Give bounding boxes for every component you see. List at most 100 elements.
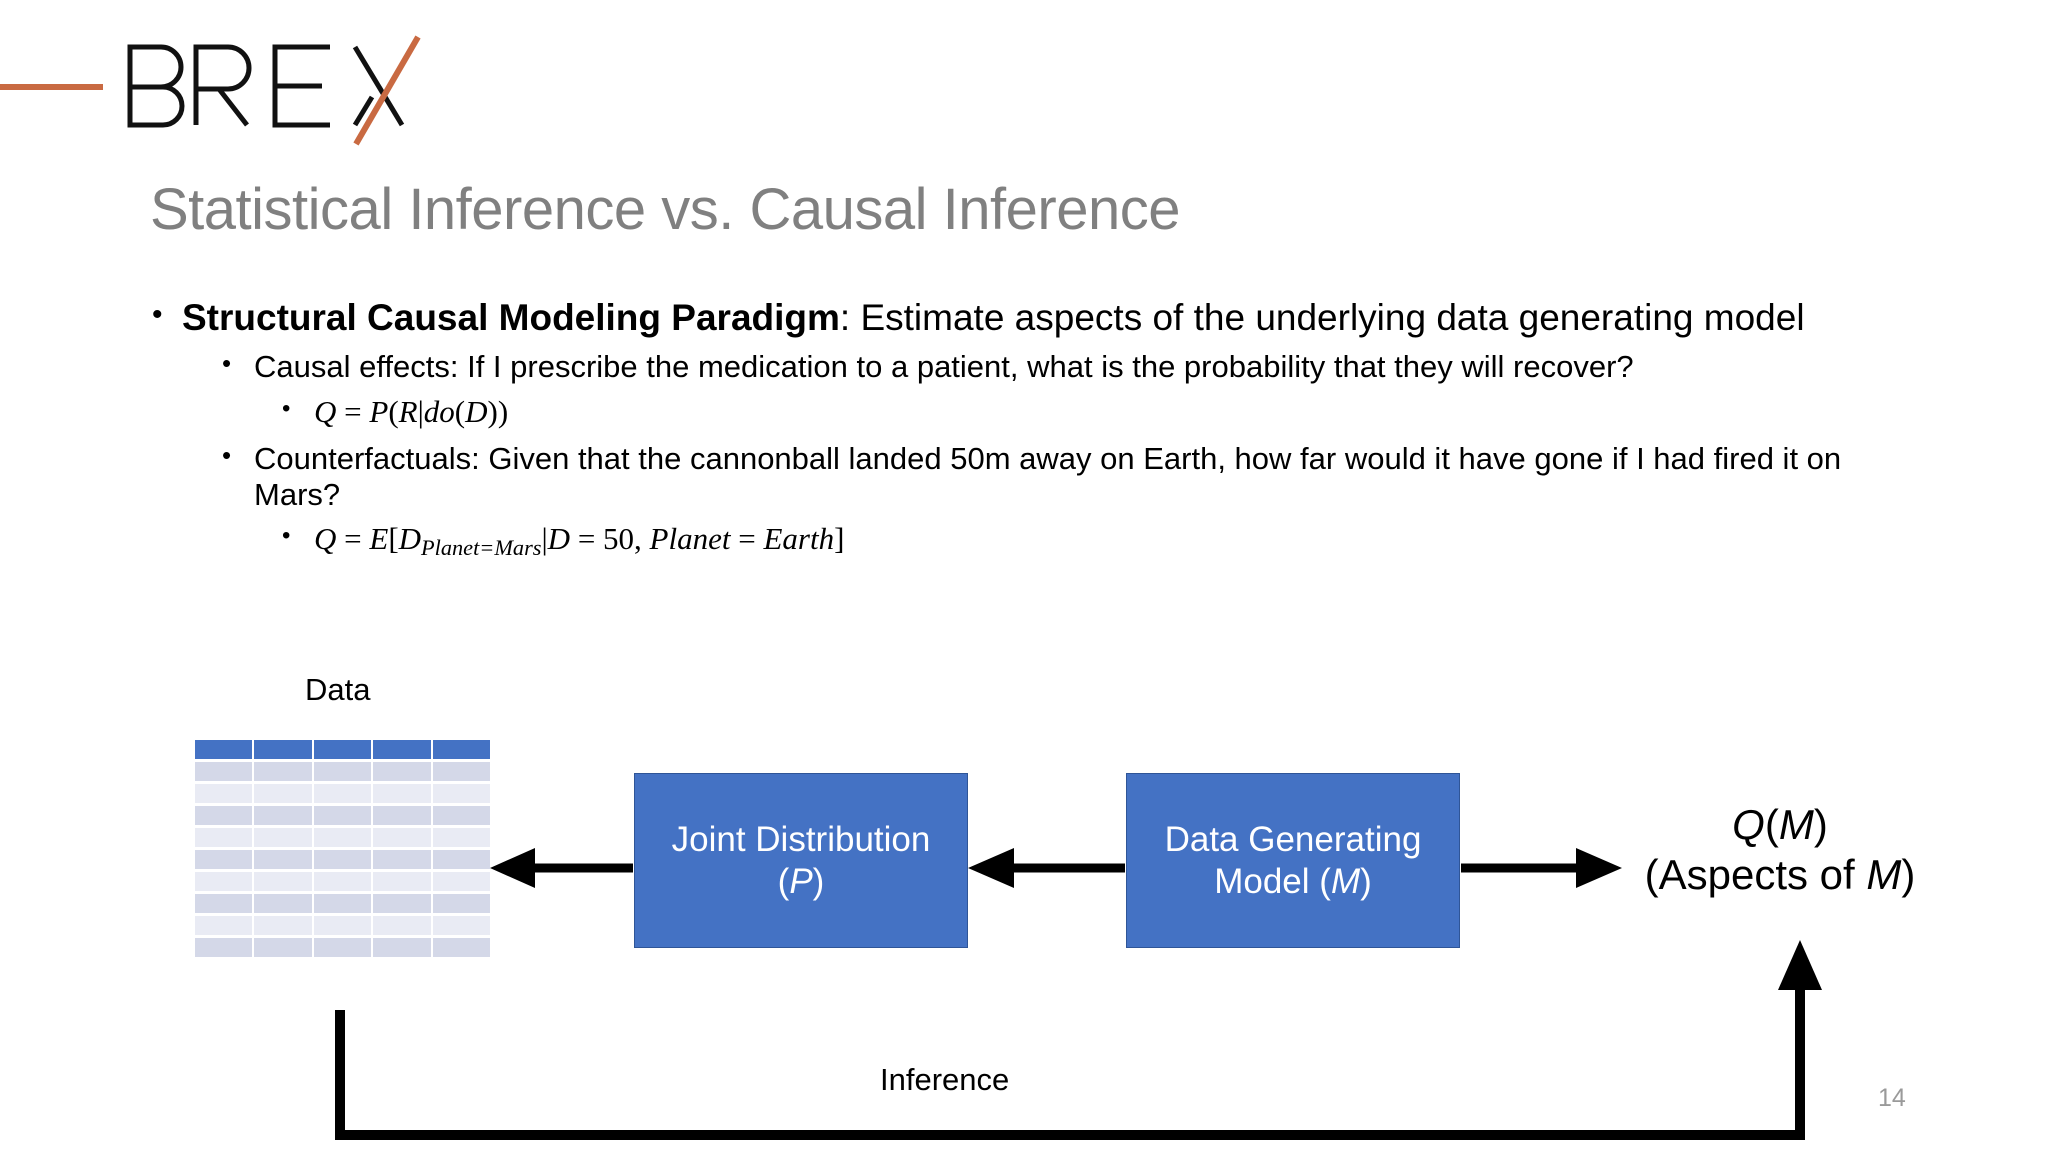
formula-d: D bbox=[465, 393, 488, 429]
formula-fifty: 50 bbox=[603, 521, 635, 557]
output-qm-label: Q(M) (Aspects of M) bbox=[1610, 800, 1950, 899]
table-cell bbox=[313, 850, 372, 869]
bullet-glyph-icon: • bbox=[222, 348, 232, 379]
formula-d1: D bbox=[398, 521, 422, 557]
formula-r: R bbox=[398, 393, 418, 429]
table-cell bbox=[313, 828, 372, 847]
table-cell bbox=[254, 806, 312, 825]
logo-rule bbox=[0, 84, 103, 90]
arrow-dgm-to-joint bbox=[968, 848, 1125, 888]
dgm-box-line2-pre: Model ( bbox=[1214, 861, 1331, 901]
table-cell bbox=[313, 916, 372, 935]
formula-bar: | bbox=[541, 521, 548, 557]
table-cell bbox=[195, 762, 253, 781]
formula-earth: Earth bbox=[763, 521, 835, 557]
table-cell bbox=[195, 872, 253, 891]
bullet-glyph-icon: • bbox=[282, 394, 291, 422]
table-row bbox=[195, 806, 491, 825]
table-cell bbox=[432, 806, 491, 825]
table-cell bbox=[432, 762, 491, 781]
data-generating-model-box: Data Generating Model (M) bbox=[1126, 773, 1460, 948]
output-m2: M bbox=[1866, 850, 1902, 898]
formula-eq: = bbox=[336, 393, 370, 429]
table-cell bbox=[313, 938, 372, 957]
formula-q: Q bbox=[314, 521, 337, 557]
table-cell bbox=[195, 938, 253, 957]
table-header-cell bbox=[313, 740, 372, 759]
output-line2-post: ) bbox=[1901, 850, 1916, 898]
formula-subscript: Planet=Mars bbox=[421, 535, 542, 561]
bullet-glyph-icon: • bbox=[222, 439, 232, 470]
bullet-level3-causal-formula: • Q = P(R|do(D)) bbox=[270, 393, 1940, 431]
formula-counterfactual: Q = E[DPlanet=Mars|D = 50, Planet = Eart… bbox=[314, 521, 845, 560]
table-header-row bbox=[195, 740, 491, 759]
table-cell bbox=[313, 872, 372, 891]
table-cell bbox=[254, 916, 312, 935]
formula-e: E bbox=[369, 521, 389, 557]
table-cell bbox=[254, 850, 312, 869]
dgm-box-line1: Data Generating bbox=[1164, 819, 1422, 859]
formula-planet: Planet bbox=[649, 521, 731, 557]
formula-paren-close: )) bbox=[487, 393, 509, 429]
table-row bbox=[195, 784, 491, 803]
formula-paren-open: ( bbox=[388, 393, 399, 429]
bullet-level2-causal-effects: • Causal effects: If I prescribe the med… bbox=[212, 348, 1914, 385]
bullet-level3-counterfactual-formula: • Q = E[DPlanet=Mars|D = 50, Planet = Ea… bbox=[270, 520, 1940, 562]
output-line2: (Aspects of M) bbox=[1610, 850, 1950, 900]
table-cell bbox=[432, 938, 491, 957]
formula-paren-open2: ( bbox=[454, 393, 466, 429]
table-cell bbox=[195, 806, 253, 825]
data-table bbox=[195, 740, 491, 960]
table-cell bbox=[432, 784, 491, 803]
bullet-level1-bold-lead: Structural Causal Modeling Paradigm bbox=[182, 297, 840, 338]
table-row bbox=[195, 938, 491, 957]
page-number: 14 bbox=[1878, 1084, 1906, 1112]
table-cell bbox=[195, 850, 253, 869]
table-cell bbox=[373, 828, 431, 847]
table-cell bbox=[373, 762, 431, 781]
bullet-level2-text: Causal effects: If I prescribe the medic… bbox=[254, 349, 1634, 385]
formula-eq: = bbox=[336, 521, 370, 557]
arrow-joint-to-data bbox=[490, 848, 633, 888]
table-cell bbox=[373, 806, 431, 825]
table-cell bbox=[373, 894, 431, 913]
formula-p: P bbox=[369, 393, 389, 429]
formula-comma: , bbox=[634, 521, 650, 557]
data-table-label: Data bbox=[305, 672, 371, 707]
output-paren-open: ( bbox=[1764, 801, 1779, 848]
joint-box-paren-close: ) bbox=[812, 861, 825, 901]
table-row bbox=[195, 828, 491, 847]
formula-bracket-close: ] bbox=[834, 521, 845, 557]
table-cell bbox=[254, 872, 312, 891]
output-m: M bbox=[1778, 801, 1814, 848]
table-cell bbox=[373, 850, 431, 869]
bullet-level1-rest: : Estimate aspects of the underlying dat… bbox=[839, 297, 1805, 338]
logo-slash bbox=[353, 35, 421, 146]
table-cell bbox=[254, 784, 312, 803]
joint-box-symbol: P bbox=[789, 861, 813, 901]
output-paren-close: ) bbox=[1813, 801, 1828, 848]
table-cell bbox=[432, 872, 491, 891]
brex-logo bbox=[0, 20, 450, 150]
table-row bbox=[195, 872, 491, 891]
joint-box-line1: Joint Distribution bbox=[671, 819, 931, 859]
slide-body: • Structural Causal Modeling Paradigm: E… bbox=[140, 296, 1940, 562]
bullet-level2-text: Counterfactuals: Given that the cannonba… bbox=[254, 440, 1842, 512]
dgm-box-symbol: M bbox=[1330, 861, 1361, 901]
table-cell bbox=[195, 894, 253, 913]
bullet-level1-scm: • Structural Causal Modeling Paradigm: E… bbox=[140, 296, 1952, 339]
table-cell bbox=[195, 916, 253, 935]
arrow-dgm-to-output bbox=[1461, 848, 1622, 888]
table-row bbox=[195, 894, 491, 913]
table-cell bbox=[195, 784, 253, 803]
table-cell bbox=[254, 828, 312, 847]
table-cell bbox=[432, 828, 491, 847]
table-header-cell bbox=[373, 740, 431, 759]
output-line1: Q(M) bbox=[1610, 800, 1950, 850]
table-cell bbox=[373, 938, 431, 957]
page-title: Statistical Inference vs. Causal Inferen… bbox=[150, 177, 1180, 242]
table-cell bbox=[432, 916, 491, 935]
table-cell bbox=[313, 762, 372, 781]
